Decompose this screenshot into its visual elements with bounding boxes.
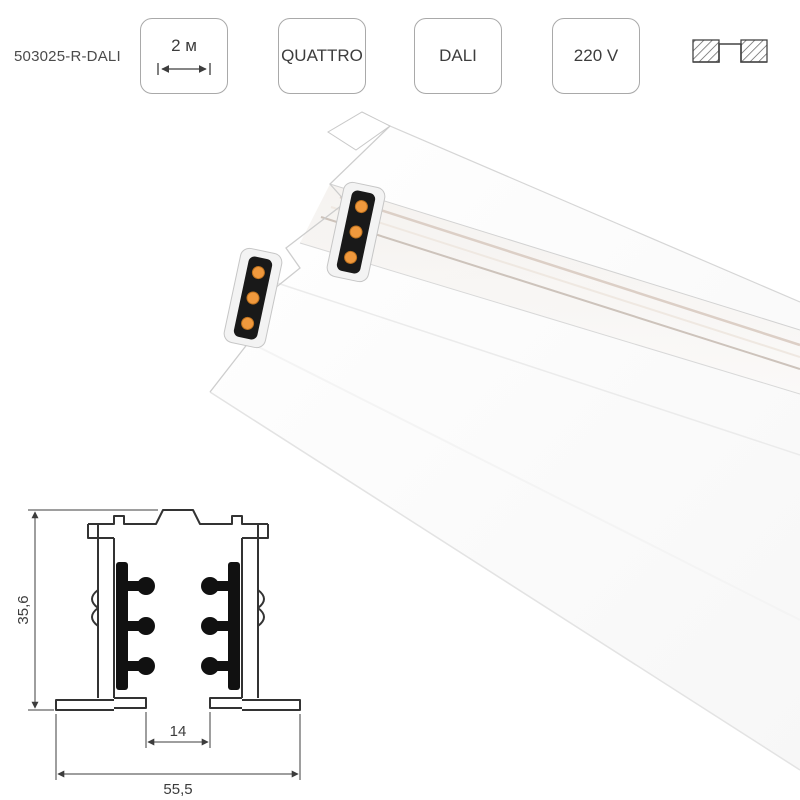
orange-contact: [344, 250, 358, 264]
dimension-overall-width: [55, 714, 301, 780]
dali-connector-bottom: [223, 247, 283, 349]
dimension-height: [28, 509, 158, 711]
contact-comb-right: [201, 562, 240, 690]
track-extrusion-lines: [234, 183, 800, 621]
track-bottom-edge: [209, 391, 800, 771]
cross-section-svg: 35,6 14 55,5: [15, 509, 301, 798]
orange-contact: [241, 316, 255, 330]
orange-contact: [349, 225, 363, 239]
inner-width-label: 14: [170, 723, 187, 740]
contact-comb-left: [116, 562, 155, 690]
orange-contact: [251, 266, 265, 280]
orange-contact: [246, 291, 260, 305]
dali-connector-top: [326, 181, 386, 283]
dimension-drawing: 35,6 14 55,5: [15, 498, 338, 800]
profile-outline: [55, 509, 301, 711]
orange-contact: [354, 200, 368, 214]
overall-width-label: 55,5: [163, 781, 192, 798]
track-top-cap: [327, 111, 391, 151]
dimension-inner-width: [145, 712, 211, 748]
track-top-edge: [389, 125, 800, 303]
height-label: 35,6: [18, 595, 32, 624]
